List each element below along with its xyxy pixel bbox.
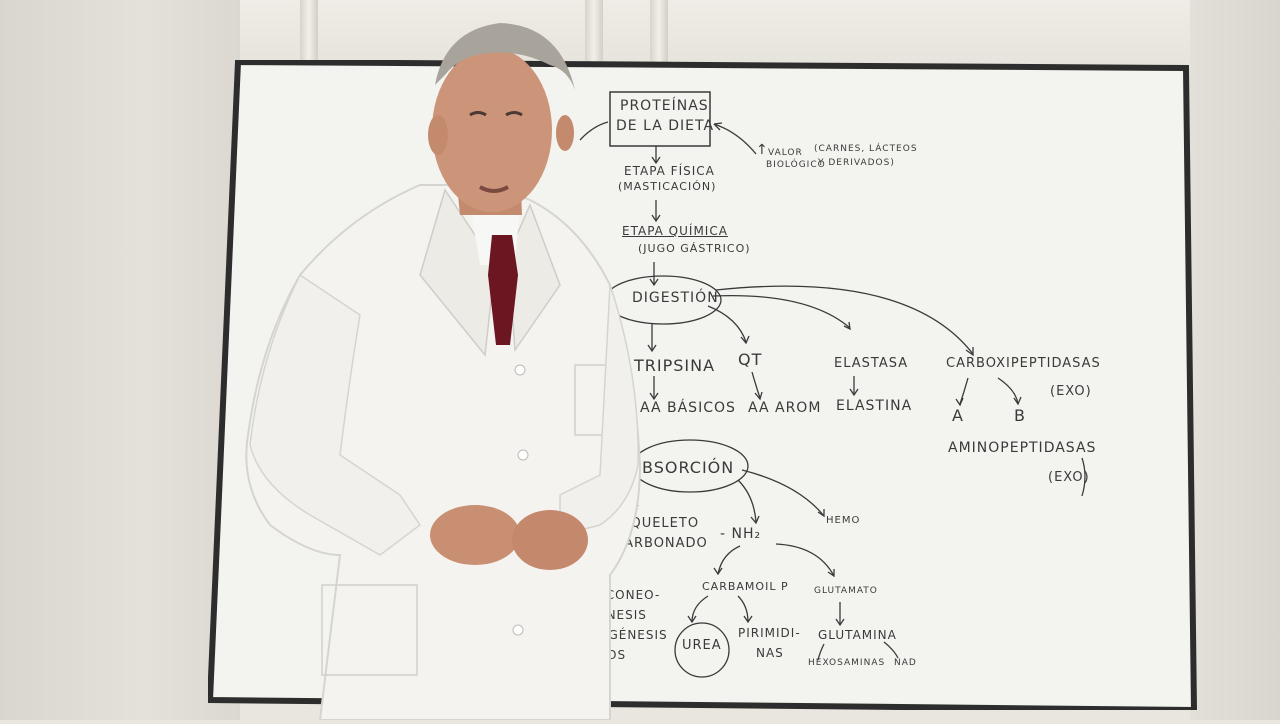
head bbox=[432, 48, 552, 212]
wall-left bbox=[0, 0, 240, 720]
presenter-figure bbox=[245, 23, 642, 721]
presenter bbox=[230, 15, 660, 721]
etapa-quimica: ETAPA QUÍMICA bbox=[622, 224, 728, 238]
valor-line1: VALOR bbox=[768, 148, 803, 158]
ear bbox=[556, 115, 574, 151]
door-trim bbox=[585, 0, 603, 70]
aa-arom: AA AROM bbox=[748, 400, 822, 416]
carbamoil: CARBAMOIL P bbox=[702, 580, 789, 593]
nas: NAS bbox=[756, 646, 784, 660]
hair bbox=[435, 23, 575, 90]
glutamato: GLUTAMATO bbox=[814, 586, 878, 596]
aminopeptidasas: AMINOPEPTIDASAS bbox=[948, 440, 1097, 456]
absorcion: BSORCIÓN bbox=[642, 458, 735, 477]
door-trim bbox=[300, 0, 318, 70]
coat-button bbox=[512, 624, 524, 636]
left-sleeve bbox=[249, 273, 422, 556]
carboxipeptidasas: CARBOXIPEPTIDASAS bbox=[946, 356, 1101, 371]
left-hand bbox=[430, 505, 520, 565]
jugo-gastrico: (JUGO GÁSTRICO) bbox=[638, 242, 751, 255]
coat-button bbox=[514, 364, 526, 376]
nad: NAD bbox=[894, 658, 917, 668]
elastina: ELASTINA bbox=[836, 398, 913, 414]
wall-top bbox=[240, 0, 1280, 70]
side-pocket bbox=[321, 584, 418, 676]
hexosaminas: HEXOSAMINAS bbox=[808, 658, 886, 668]
exo-2: (EXO) bbox=[1048, 470, 1090, 485]
coat-button bbox=[517, 449, 529, 461]
carbonado: CARBONADO bbox=[614, 536, 708, 551]
etapa-fisica: ETAPA FÍSICA bbox=[624, 164, 715, 178]
ogenesis: OGÉNESIS bbox=[598, 628, 668, 642]
door-trim bbox=[650, 0, 668, 70]
title-line1: PROTEÍNAS bbox=[620, 98, 709, 114]
elastasa: ELASTASA bbox=[834, 356, 909, 371]
digestion: DIGESTIÓN bbox=[632, 290, 719, 306]
mouth bbox=[479, 185, 509, 193]
exo-1: (EXO) bbox=[1050, 384, 1092, 399]
label-b: B bbox=[1014, 406, 1026, 425]
eyes bbox=[469, 111, 523, 117]
qt: QT bbox=[738, 350, 763, 369]
wall-right bbox=[1190, 0, 1280, 720]
valor-arrow: ↑ bbox=[756, 142, 769, 158]
right-hand bbox=[512, 510, 588, 570]
pirimidi: PIRIMIDI- bbox=[738, 626, 801, 640]
carnes-line2: Y DERIVADOS) bbox=[818, 158, 895, 168]
title-box bbox=[609, 91, 711, 147]
aa-basicos: AA BÁSICOS bbox=[640, 400, 736, 416]
label-a: A bbox=[952, 406, 964, 425]
masticacion: (MASTICACIÓN) bbox=[618, 180, 717, 193]
tie bbox=[488, 235, 518, 345]
carnes-line1: (CARNES, LÁCTEOS bbox=[814, 144, 918, 154]
gluconeo: UCONEO- bbox=[596, 588, 661, 602]
ear bbox=[428, 115, 448, 155]
glutamina: GLUTAMINA bbox=[818, 628, 897, 642]
right-sleeve bbox=[559, 284, 639, 536]
title-line2: DE LA DIETA bbox=[616, 118, 715, 134]
tripsina: TRIPSINA bbox=[634, 356, 716, 375]
valor-line2: BIOLÓGICO bbox=[766, 160, 826, 170]
urea: UREA bbox=[682, 638, 722, 653]
nh2: - NH₂ bbox=[720, 526, 762, 542]
hemo: HEMO bbox=[826, 515, 861, 526]
